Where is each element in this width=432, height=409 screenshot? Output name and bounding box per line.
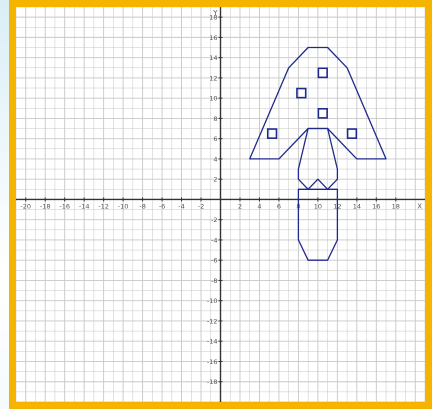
x-tick-label: -12 <box>98 202 109 210</box>
y-tick-label: 8 <box>213 115 217 123</box>
y-tick-label: -12 <box>207 317 218 325</box>
y-tick-label: -2 <box>211 216 217 224</box>
x-axis-letter: X <box>417 202 422 210</box>
y-tick-label: -18 <box>207 378 218 386</box>
x-tick-label: 4 <box>257 202 261 210</box>
spot-right <box>348 129 357 138</box>
y-tick-label: -6 <box>211 257 217 265</box>
tick-labels: -20 -18 -16 -14 -12 -10 -8 -6 -4 -2 2 4 6 8 10 12 14 16 18… <box>20 9 422 386</box>
spot-upper-right <box>318 68 327 77</box>
x-tick-label: -6 <box>159 202 165 210</box>
x-tick-label: 18 <box>392 202 400 210</box>
x-tick-label: 14 <box>353 202 361 210</box>
x-tick-label: -14 <box>79 202 90 210</box>
x-tick-label: -16 <box>59 202 70 210</box>
y-tick-label: 4 <box>213 155 217 163</box>
x-tick-label: 6 <box>277 202 281 210</box>
y-tick-label: 6 <box>213 135 217 143</box>
x-tick-label: -8 <box>139 202 145 210</box>
x-tick-label: 2 <box>238 202 242 210</box>
x-tick-label: 16 <box>372 202 380 210</box>
yellow-frame: -20 -18 -16 -14 -12 -10 -8 -6 -4 -2 2 4 6 8 10 12 14 16 18… <box>9 0 432 409</box>
y-tick-label: 12 <box>209 74 217 82</box>
x-tick-label: 10 <box>314 202 322 210</box>
x-tick-label: -10 <box>118 202 129 210</box>
y-tick-label: -16 <box>207 358 218 366</box>
x-tick-label: -2 <box>198 202 204 210</box>
x-tick-label: -20 <box>20 202 31 210</box>
y-tick-label: 10 <box>209 95 217 103</box>
axes <box>16 7 425 402</box>
y-tick-label: 14 <box>209 54 217 62</box>
x-tick-label: -18 <box>40 202 51 210</box>
y-tick-label: -10 <box>207 297 218 305</box>
y-axis-letter: Y <box>212 9 218 17</box>
y-tick-label: -4 <box>211 236 217 244</box>
y-tick-label: 16 <box>209 34 217 42</box>
x-tick-label: -4 <box>178 202 184 210</box>
spot-middle <box>318 109 327 118</box>
y-tick-label: -8 <box>211 277 217 285</box>
y-tick-label: -14 <box>207 338 218 346</box>
coordinate-plane: -20 -18 -16 -14 -12 -10 -8 -6 -4 -2 2 4 6 8 10 12 14 16 18… <box>16 7 425 402</box>
y-tick-label: 2 <box>213 176 217 184</box>
